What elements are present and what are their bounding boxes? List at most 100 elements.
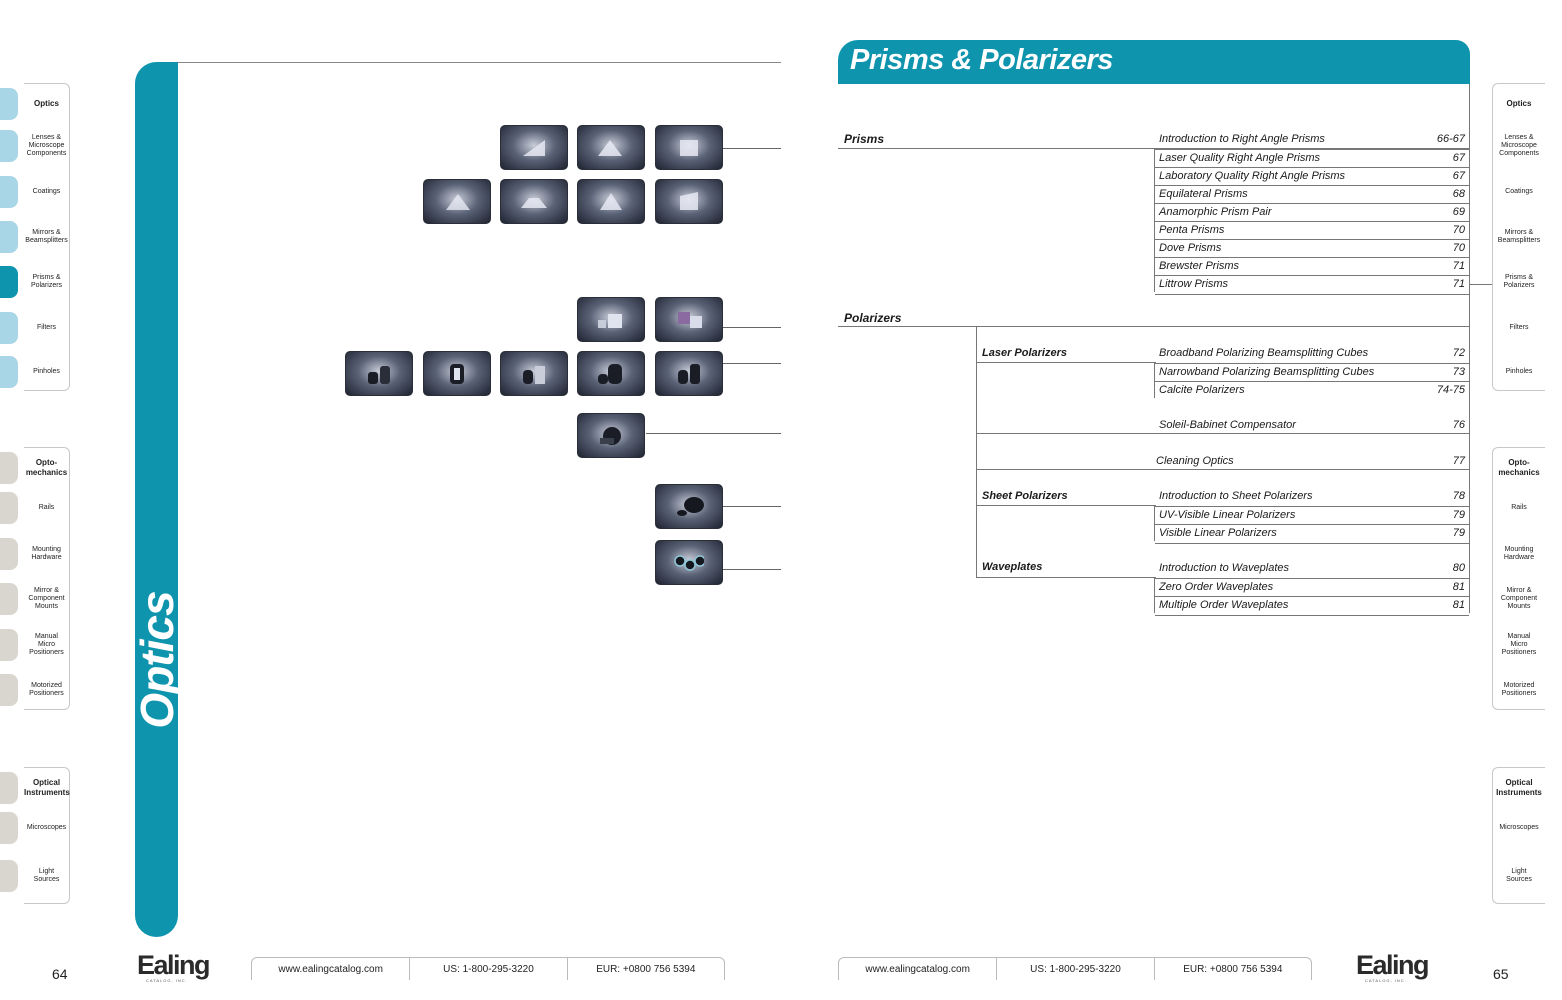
toc-entry[interactable]: Broadband Polarizing Beamsplitting Cubes… <box>1155 345 1469 363</box>
prism-thumbnail[interactable] <box>500 125 568 170</box>
tab-motorized-positioners[interactable]: Motorized Positioners <box>1493 670 1545 710</box>
tab-optical-instruments[interactable]: Optical Instruments <box>1493 768 1545 808</box>
tab-optomechanics[interactable]: Opto- mechanics <box>1493 448 1545 488</box>
sheet-polarizer-thumbnail[interactable] <box>655 484 723 529</box>
frame-line <box>1154 148 1155 292</box>
tab-mirror-mounts[interactable]: Mirror & Component Mounts <box>0 579 69 619</box>
tab-mirrors[interactable]: Mirrors & Beamsplitters <box>0 217 69 257</box>
tab-pointer-line <box>1470 284 1492 285</box>
toc-entry[interactable]: Narrowband Polarizing Beamsplitting Cube… <box>1155 363 1469 382</box>
tab-label: Mounting Hardware <box>1503 546 1535 561</box>
tab-manual-positioners[interactable]: Manual Micro Positioners <box>0 625 69 665</box>
prism-thumbnail[interactable] <box>655 125 723 170</box>
tab-lenses[interactable]: Lenses & Microscope Components <box>0 126 69 166</box>
calcite-polarizer-thumbnail[interactable] <box>423 351 491 396</box>
calcite-polarizer-thumbnail[interactable] <box>577 351 645 396</box>
waveplate-thumbnail[interactable] <box>655 540 723 585</box>
tab-marker <box>0 492 18 524</box>
entry-title: Laboratory Quality Right Angle Prisms <box>1159 170 1346 182</box>
tab-light-sources[interactable]: Light Sources <box>1493 856 1545 896</box>
tab-label: Optical Instruments <box>24 778 70 797</box>
entry-title: Anamorphic Prism Pair <box>1159 206 1272 218</box>
calcite-polarizer-thumbnail[interactable] <box>500 351 568 396</box>
polarizer-cube-thumbnail[interactable] <box>577 297 645 342</box>
footer-website[interactable]: www.ealingcatalog.com <box>839 958 998 980</box>
prism-icon <box>598 140 622 156</box>
compensator-thumbnail[interactable] <box>577 413 645 458</box>
entry-page: 76 <box>1452 419 1465 431</box>
tab-pinholes[interactable]: Pinholes <box>0 352 69 392</box>
tab-marker <box>0 583 18 615</box>
tab-motorized-positioners[interactable]: Motorized Positioners <box>0 670 69 710</box>
footer-eur-phone[interactable]: EUR: +0800 756 5394 <box>1183 963 1283 975</box>
tab-label: Optics <box>1506 99 1532 108</box>
tab-optics[interactable]: Optics <box>1493 84 1545 124</box>
polarizer-cube-thumbnail[interactable] <box>655 297 723 342</box>
tab-pinholes[interactable]: Pinholes <box>1493 352 1545 392</box>
entry-page: 67 <box>1452 170 1465 182</box>
tab-optics[interactable]: Optics <box>0 84 69 124</box>
tab-coatings[interactable]: Coatings <box>0 172 69 212</box>
tab-mirror-mounts[interactable]: Mirror & Component Mounts <box>1493 579 1545 619</box>
tab-mounting-hardware[interactable]: Mounting Hardware <box>1493 534 1545 574</box>
tab-optical-instruments[interactable]: Optical Instruments <box>0 768 70 808</box>
ealing-logo-sub: CATALOG, INC. <box>146 978 188 983</box>
footer-us-phone[interactable]: US: 1-800-295-3220 <box>410 958 568 980</box>
prism-thumbnail[interactable] <box>655 179 723 224</box>
footer-us-phone[interactable]: US: 1-800-295-3220 <box>997 958 1155 980</box>
tab-label: Microscopes <box>26 824 67 831</box>
tab-prisms-polarizers[interactable]: Prisms & Polarizers <box>1493 262 1545 302</box>
calcite-polarizer-thumbnail[interactable] <box>345 351 413 396</box>
tab-label: Lenses & Microscope Components <box>26 134 67 157</box>
tab-coatings[interactable]: Coatings <box>1493 172 1545 212</box>
connector-line <box>723 148 781 149</box>
tab-rails[interactable]: Rails <box>0 488 69 528</box>
tab-prisms-polarizers[interactable]: Prisms & Polarizers <box>0 262 69 302</box>
entry-page: 70 <box>1452 224 1465 236</box>
tab-microscopes[interactable]: Microscopes <box>1493 808 1545 848</box>
entry-page: 74-75 <box>1436 384 1465 396</box>
footer-eur-phone[interactable]: EUR: +0800 756 5394 <box>596 963 696 975</box>
footer-website[interactable]: www.ealingcatalog.com <box>252 958 411 980</box>
mount-icon <box>523 366 545 384</box>
tab-manual-positioners[interactable]: Manual Micro Positioners <box>1493 625 1545 665</box>
prism-thumbnail[interactable] <box>500 179 568 224</box>
connector-line <box>723 363 781 364</box>
tab-lenses[interactable]: Lenses & Microscope Components <box>1493 126 1545 166</box>
tab-mirrors[interactable]: Mirrors & Beamsplitters <box>1493 217 1545 257</box>
entry-page: 67 <box>1452 152 1465 164</box>
tab-filters[interactable]: Filters <box>0 308 69 348</box>
tab-filters[interactable]: Filters <box>1493 308 1545 348</box>
tab-label: Prisms & Polarizers <box>1503 274 1535 289</box>
tab-rails[interactable]: Rails <box>1493 488 1545 528</box>
tab-microscopes[interactable]: Microscopes <box>0 808 69 848</box>
tab-optomechanics[interactable]: Opto- mechanics <box>0 448 69 488</box>
calcite-polarizer-thumbnail[interactable] <box>655 351 723 396</box>
prism-thumbnail[interactable] <box>577 179 645 224</box>
tab-mounting-hardware[interactable]: Mounting Hardware <box>0 534 69 574</box>
prism-thumbnail[interactable] <box>423 179 491 224</box>
instruments-tab-group: Optical Instruments Microscopes Light So… <box>0 767 70 904</box>
toc-entry[interactable]: Laboratory Quality Right Angle Prisms 67 <box>1155 167 1469 186</box>
subsection-rule <box>976 505 1156 506</box>
prism-thumbnail[interactable] <box>577 125 645 170</box>
tab-light-sources[interactable]: Light Sources <box>0 856 69 896</box>
prism-icon <box>680 140 698 156</box>
